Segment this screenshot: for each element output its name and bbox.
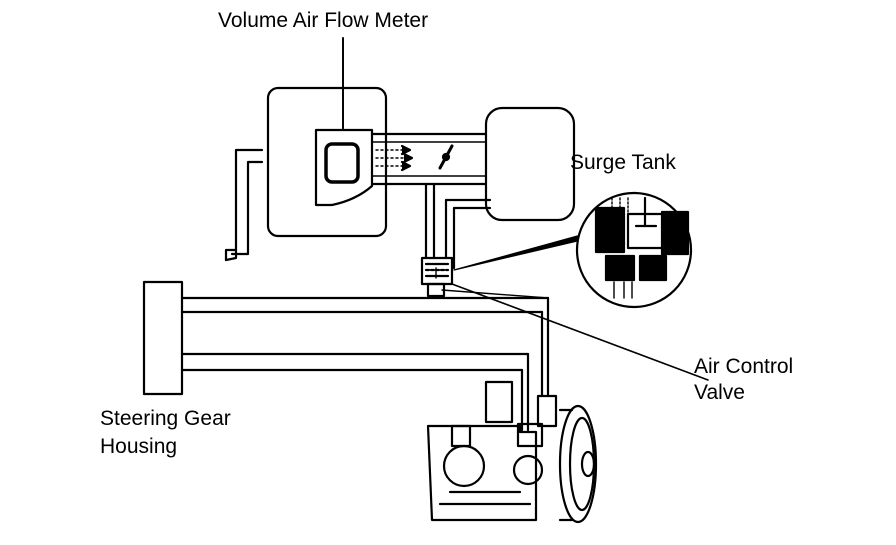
throttle-valve [438, 144, 454, 170]
label-volume-air-flow-meter: Volume Air Flow Meter [218, 9, 429, 32]
label-surge-tank: Surge Tank [570, 151, 676, 174]
surge-tank [484, 106, 576, 222]
steering-gear-housing [142, 280, 550, 396]
label-air-control-valve-line2: Valve [694, 381, 745, 404]
label-air-control-valve-line1: Air Control [694, 355, 794, 378]
pump-pulley [558, 404, 598, 524]
volume-air-flow-meter [314, 37, 374, 207]
air-bypass-hoses [424, 182, 492, 270]
intake-duct [370, 132, 490, 186]
air-control-valve-leader [451, 283, 709, 381]
air-control-valve [420, 256, 454, 298]
label-steering-gear-housing-line2: Housing [100, 435, 178, 458]
label-steering-gear-housing-line1: Steering Gear [100, 407, 231, 430]
air-cleaner-housing [224, 86, 388, 262]
power-steering-pump [426, 380, 558, 522]
pump-pressure-lines [441, 289, 550, 432]
valve-cross-section [594, 196, 690, 299]
